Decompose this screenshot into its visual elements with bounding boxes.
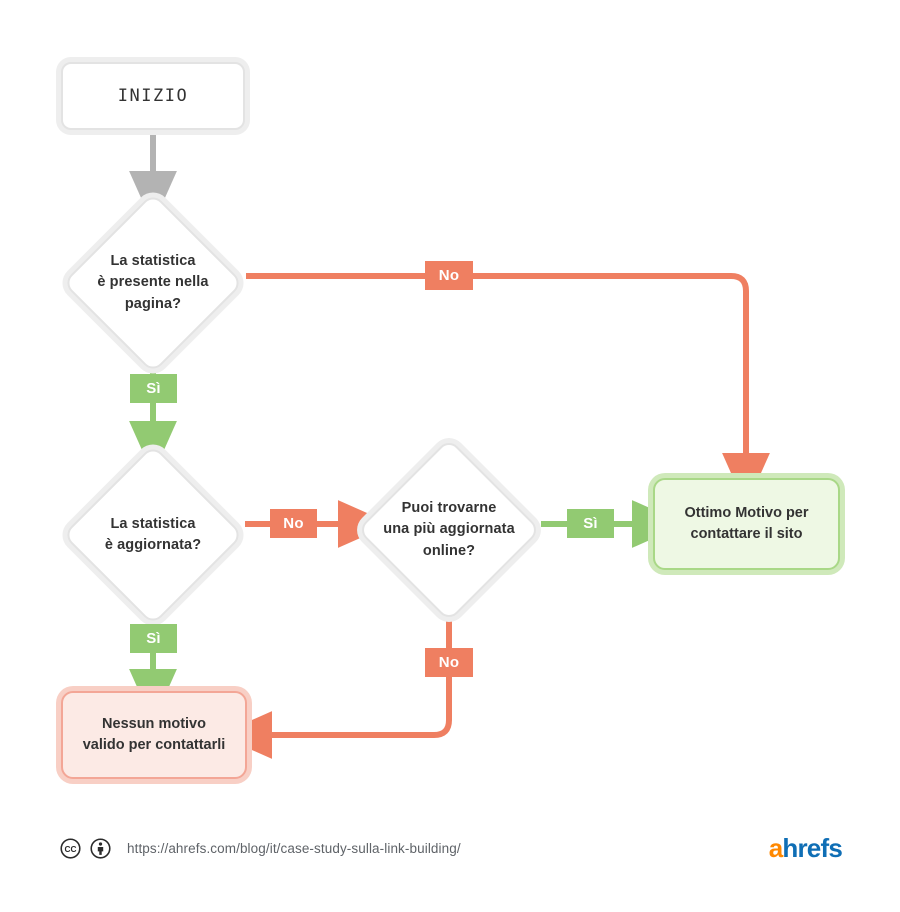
decision-3-line-2: una più aggiornata	[383, 521, 515, 538]
edge-label-decision-2-si: Sì	[130, 624, 177, 653]
result-green-line-1: Ottimo Motivo per	[684, 505, 809, 522]
cc-icon: CC	[60, 837, 81, 859]
node-decision-find-newer-online[interactable]: Puoi trovarne una più aggiornata online?	[357, 438, 541, 622]
node-decision-statistic-updated[interactable]: La statistica è aggiornata?	[62, 444, 244, 626]
result-pink-line-2: valido per contattarli	[82, 737, 226, 753]
edge-label-decision-2-no: No	[270, 509, 317, 538]
edge-decision-3-no	[218, 620, 452, 759]
decision-1-line-1: La statistica	[110, 253, 196, 270]
svg-text:CC: CC	[65, 844, 77, 854]
decision-3-line-3: online?	[422, 542, 476, 559]
decision-3-line-1: Puoi trovarne	[401, 500, 497, 517]
edge-label-decision-3-no: No	[425, 648, 473, 677]
cc-by-icon	[90, 837, 111, 859]
node-decision-1-label: La statistica è presente nella pagina?	[97, 251, 208, 314]
edge-label-decision-3-si: Sì	[567, 509, 614, 538]
result-green-line-2: contattare il sito	[690, 526, 803, 542]
logo-accent-letter: a	[768, 832, 783, 863]
edge-label-decision-1-si: Sì	[130, 374, 177, 403]
footer-license-and-url: CC https://ahrefs.com/blog/it/case-study…	[60, 826, 461, 870]
result-pink-line-1: Nessun motivo	[102, 716, 206, 733]
node-decision-2-label: La statistica è aggiornata?	[105, 514, 201, 556]
result-green-label: Ottimo Motivo per contattare il sito	[684, 503, 808, 544]
decision-1-line-3: pagina?	[124, 295, 182, 312]
node-decision-statistic-present[interactable]: La statistica è presente nella pagina?	[62, 192, 244, 374]
node-result-good-reason[interactable]: Ottimo Motivo per contattare il sito	[653, 478, 840, 570]
source-url: https://ahrefs.com/blog/it/case-study-su…	[127, 840, 461, 856]
node-start-terminal[interactable]: INIZIO	[61, 62, 245, 130]
decision-2-line-2: è aggiornata?	[104, 537, 202, 553]
edge-label-decision-1-no: No	[425, 261, 473, 290]
decision-1-line-2: è presente nella	[97, 274, 209, 291]
edge-decision-1-no	[246, 273, 770, 507]
result-pink-label: Nessun motivo valido per contattarli	[83, 714, 226, 755]
node-decision-3-label: Puoi trovarne una più aggiornata online?	[383, 498, 515, 561]
decision-2-line-1: La statistica	[110, 515, 196, 532]
node-result-no-reason[interactable]: Nessun motivo valido per contattarli	[61, 691, 247, 779]
node-start-label: INIZIO	[117, 86, 189, 106]
footer: CC https://ahrefs.com/blog/it/case-study…	[0, 826, 900, 870]
logo-wordmark: hrefs	[782, 832, 842, 863]
